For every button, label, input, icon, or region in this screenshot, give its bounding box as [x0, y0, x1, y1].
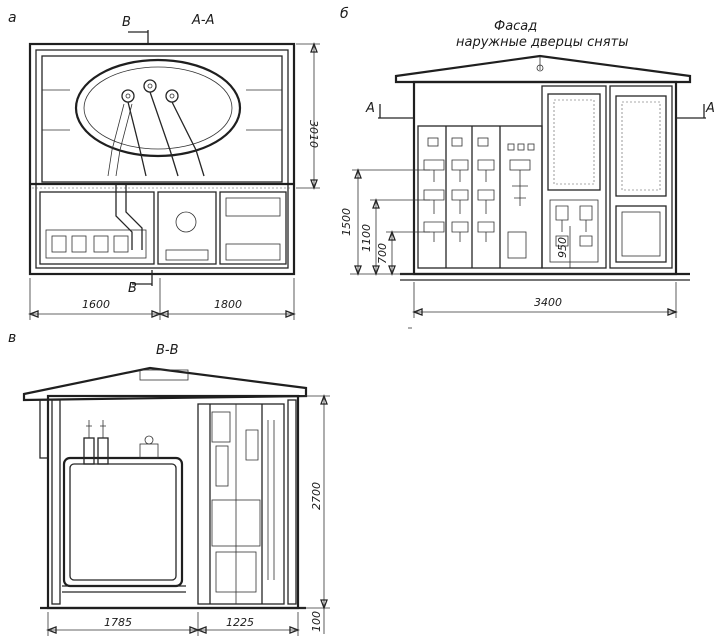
- transformer-tank-oval: [74, 58, 242, 158]
- cut-mark-b-bottom: В: [128, 281, 137, 296]
- busbar-compartment: [157, 191, 217, 265]
- dim-a-3010: 3010: [307, 120, 320, 148]
- facade-roof: [394, 54, 692, 84]
- dim-v-100: 100: [310, 611, 323, 632]
- facade-subtitle: наружные дверцы сняты: [456, 35, 628, 50]
- section-a-a-label: А-А: [191, 13, 214, 28]
- dim-b-950: 950: [556, 237, 569, 258]
- dim-a-1600: 1600: [82, 298, 110, 311]
- section-b-b-label: В-В: [156, 343, 179, 358]
- cut-mark-b-top: В: [122, 15, 131, 30]
- switchgear-panels: [417, 125, 543, 269]
- dim-v-1225: 1225: [226, 616, 254, 629]
- dim-b-1100: 1100: [360, 224, 373, 252]
- panel-a-letter: а: [8, 10, 17, 26]
- lv-switchgear-compartment: [219, 191, 287, 265]
- panel-v-section: в В-В 1785 122: [8, 330, 330, 636]
- dim-b-3400: 3400: [534, 296, 562, 309]
- transformer-door-opening: [541, 85, 607, 269]
- cut-mark-a-right: А: [705, 101, 715, 116]
- facade-wall: [412, 80, 678, 276]
- section-roof: [22, 366, 308, 402]
- section-walls: [46, 394, 300, 610]
- panel-a-plan: а А-А В: [8, 10, 320, 320]
- dim-b-1500: 1500: [340, 208, 353, 236]
- dim-v-1785: 1785: [104, 616, 132, 629]
- lv-door-opening: [609, 85, 673, 269]
- switchgear-frame: [197, 403, 285, 605]
- plan-outer-wall: [28, 42, 296, 276]
- panel-b-facade: б Фасад наружные дверцы сняты: [340, 6, 715, 329]
- panel-b-letter: б: [340, 6, 349, 22]
- hv-switchgear-compartment: [39, 191, 155, 265]
- dim-a-1800: 1800: [214, 298, 242, 311]
- transformer-body: [62, 456, 184, 588]
- cut-mark-a-left: А: [365, 101, 375, 116]
- facade-title: Фасад: [494, 19, 537, 34]
- dim-v-2700: 2700: [310, 482, 323, 510]
- dim-b-700: 700: [376, 243, 389, 264]
- transformer-chamber: [41, 55, 283, 183]
- panel-v-letter: в: [8, 330, 16, 346]
